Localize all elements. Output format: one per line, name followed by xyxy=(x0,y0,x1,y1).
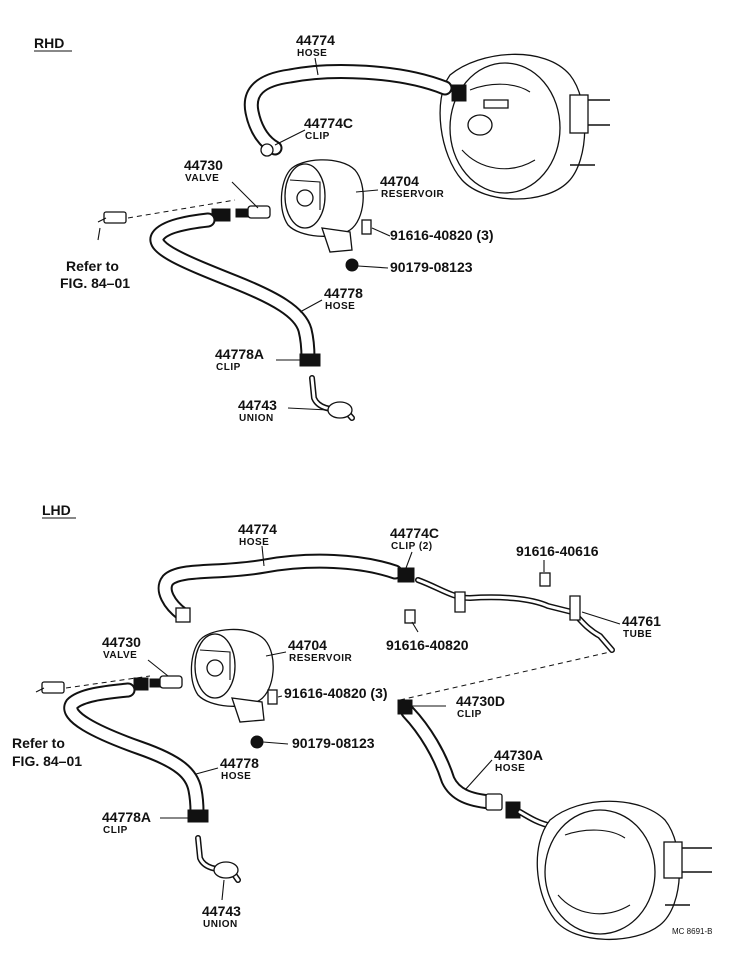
rhd-reservoir-name: RESERVOIR xyxy=(381,189,444,200)
rhd-nut-number: 90179-08123 xyxy=(390,259,473,275)
lhd-clip-top-number: 44774C xyxy=(390,525,439,541)
rhd-hose-top-name: HOSE xyxy=(297,48,327,59)
rhd-refer-fitting xyxy=(97,211,127,241)
rhd-clip-top xyxy=(260,143,274,157)
rhd-dashed-connector xyxy=(127,199,236,219)
lhd-bolt-tube-number: 91616-40616 xyxy=(516,543,599,559)
lhd-clip-lower-number: 44778A xyxy=(102,809,151,825)
lhd-section-label: LHD xyxy=(42,502,71,518)
lhd-reservoir xyxy=(190,628,274,723)
lhd-union xyxy=(195,835,241,883)
lhd-clip-lower xyxy=(187,809,209,823)
rhd-section: RHD xyxy=(34,32,610,424)
lhd-tube-name: TUBE xyxy=(623,629,652,640)
rhd-section-label: RHD xyxy=(34,35,64,51)
lhd-valve-name: VALVE xyxy=(103,650,137,661)
rhd-hose-lower-name: HOSE xyxy=(325,301,355,312)
lhd-hose-top-name: HOSE xyxy=(239,537,269,548)
rhd-refer-line2: FIG. 84–01 xyxy=(60,275,130,291)
rhd-union-name: UNION xyxy=(239,413,274,424)
lhd-bolt-tube xyxy=(539,572,551,587)
lhd-clip-lower-name: CLIP xyxy=(103,825,128,836)
lhd-clip-top-name: CLIP (2) xyxy=(391,541,433,552)
lhd-refer-line2: FIG. 84–01 xyxy=(12,753,82,769)
lhd-nut-number: 90179-08123 xyxy=(292,735,375,751)
rhd-reservoir xyxy=(280,159,364,253)
rhd-valve-name: VALVE xyxy=(185,173,219,184)
lhd-refer-line1: Refer to xyxy=(12,735,65,751)
lhd-hose-lower-number: 44778 xyxy=(220,755,259,771)
lhd-clip-d-number: 44730D xyxy=(456,693,505,709)
lhd-clip-d-name: CLIP xyxy=(457,709,482,720)
lhd-bolt xyxy=(267,689,278,705)
lhd-clip-top-2 xyxy=(175,607,191,623)
figure-code: MC 8691-B xyxy=(672,927,712,936)
lhd-clip-top xyxy=(397,567,415,583)
lhd-clip-d xyxy=(397,699,413,715)
lhd-valve-number: 44730 xyxy=(102,634,141,650)
lhd-brake-booster xyxy=(536,800,712,941)
lhd-refer-fitting xyxy=(35,681,65,694)
lhd-hose-lower-name: HOSE xyxy=(221,771,251,782)
lhd-tube-number: 44761 xyxy=(622,613,661,629)
rhd-valve-number: 44730 xyxy=(184,157,223,173)
lhd-section: LHD xyxy=(12,502,712,941)
lhd-reservoir-number: 44704 xyxy=(288,637,327,653)
rhd-valve xyxy=(235,205,271,219)
lhd-valve xyxy=(149,675,183,689)
lhd-reservoir-name: RESERVOIR xyxy=(289,653,352,664)
rhd-union xyxy=(309,375,355,421)
lhd-union-number: 44743 xyxy=(202,903,241,919)
rhd-clip-top-name: CLIP xyxy=(305,131,330,142)
rhd-brake-booster xyxy=(439,53,610,200)
rhd-clip-lower-name: CLIP xyxy=(216,362,241,373)
lhd-nut xyxy=(250,735,264,749)
lhd-hose-top-number: 44774 xyxy=(238,521,277,537)
rhd-clip-lower xyxy=(299,353,321,367)
lhd-hose-a-name: HOSE xyxy=(495,763,525,774)
lhd-bolt-mid xyxy=(404,609,416,624)
lhd-hose-a-number: 44730A xyxy=(494,747,543,763)
rhd-clip-top-number: 44774C xyxy=(304,115,353,131)
rhd-booster-clip xyxy=(451,84,467,102)
rhd-hose-lower-number: 44778 xyxy=(324,285,363,301)
rhd-nut xyxy=(345,258,359,272)
rhd-hose-lower xyxy=(149,212,316,366)
lhd-bolt-mid-number: 91616-40820 xyxy=(386,637,469,653)
rhd-bolt-number: 91616-40820 (3) xyxy=(390,227,494,243)
lhd-valve-clip xyxy=(133,677,149,691)
rhd-bolt xyxy=(361,219,372,235)
rhd-union-number: 44743 xyxy=(238,397,277,413)
rhd-reservoir-number: 44704 xyxy=(380,173,419,189)
rhd-refer-line1: Refer to xyxy=(66,258,119,274)
lhd-bolt-number: 91616-40820 (3) xyxy=(284,685,388,701)
lhd-union-name: UNION xyxy=(203,919,238,930)
rhd-hose-top-number: 44774 xyxy=(296,32,335,48)
rhd-clip-lower-number: 44778A xyxy=(215,346,264,362)
